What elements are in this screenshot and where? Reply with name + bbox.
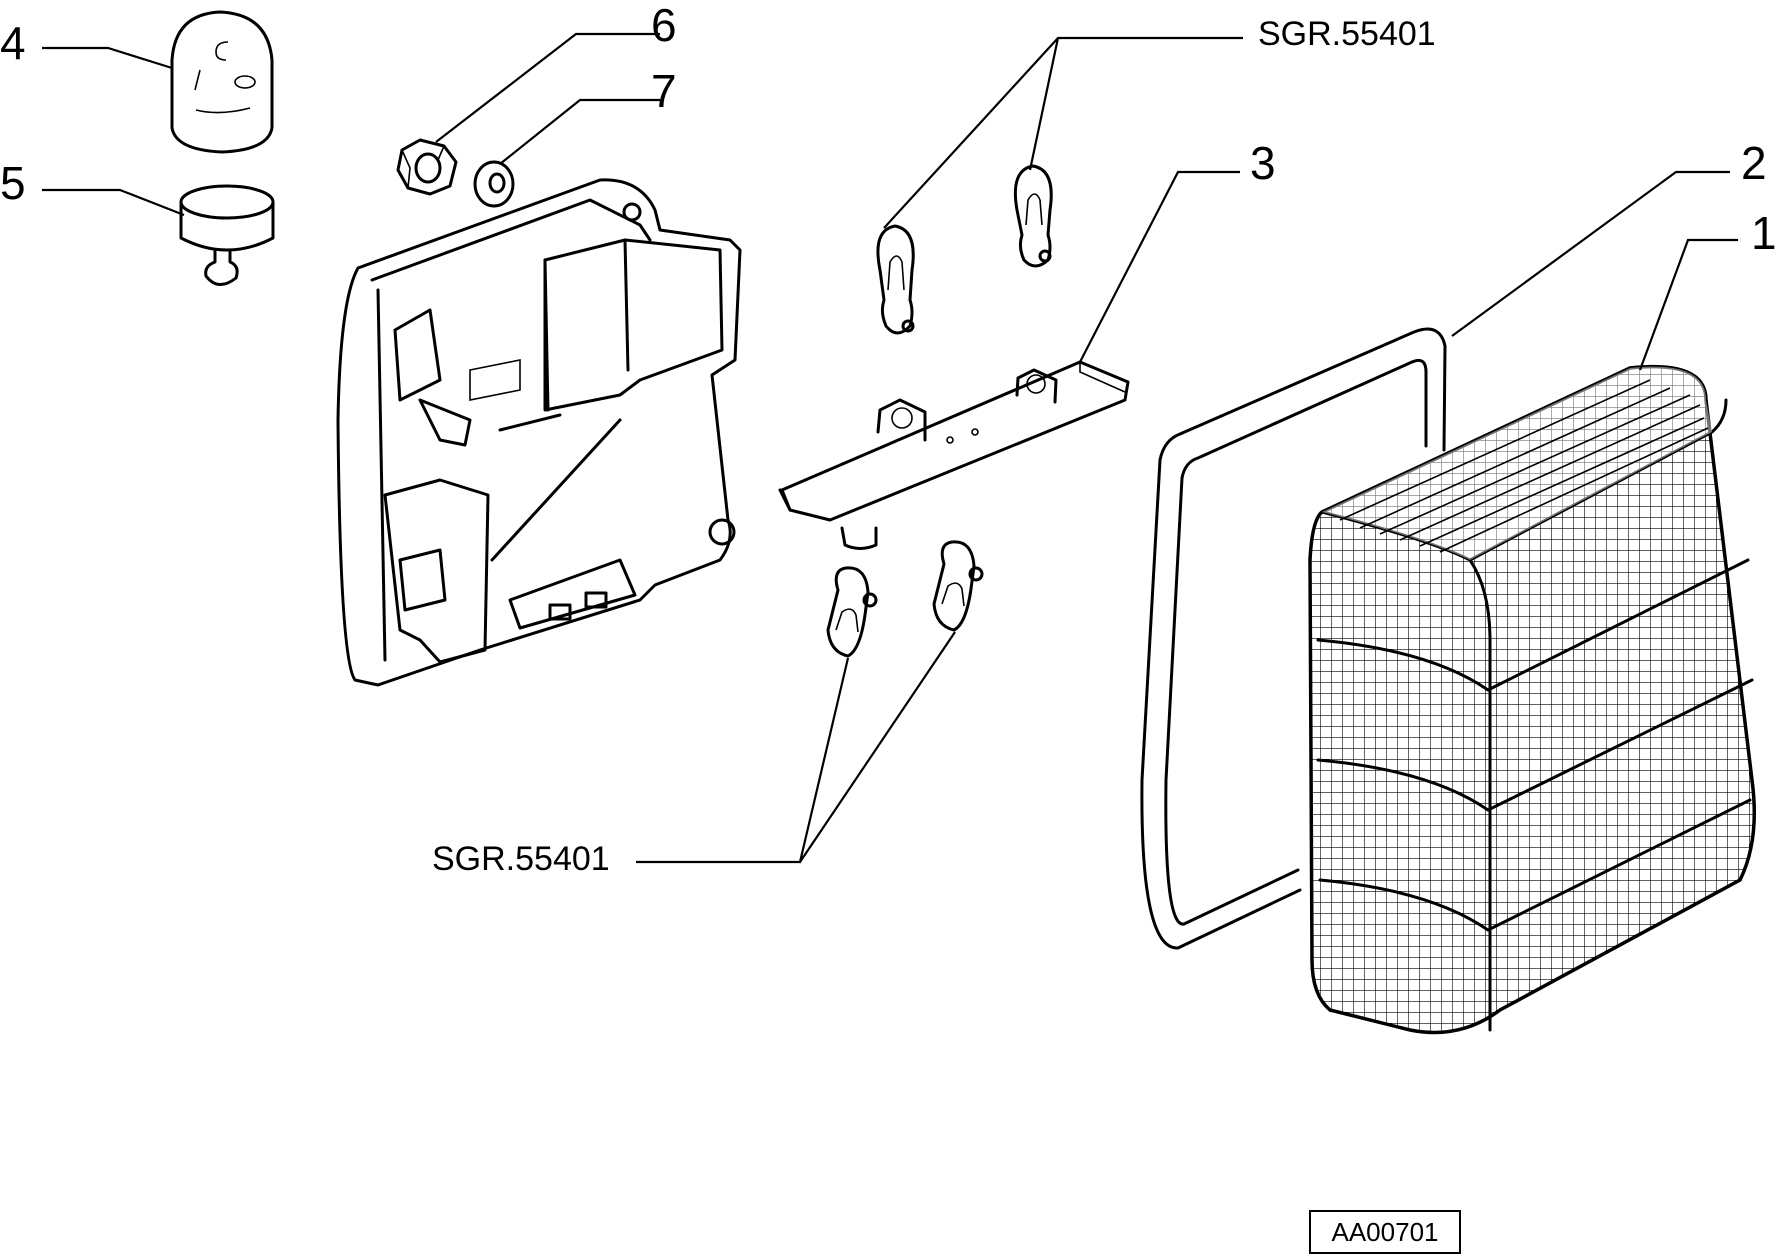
leader-1 <box>1638 238 1738 371</box>
callout-3: 3 <box>1250 137 1276 189</box>
plug-part-5 <box>179 184 275 286</box>
callout-4: 4 <box>0 17 26 69</box>
leader-ref-bottom <box>636 631 956 864</box>
lens-gasket-part-2 <box>1140 327 1447 950</box>
callout-1: 1 <box>1751 207 1777 259</box>
drawing-code-label: AA00701 <box>1309 1210 1461 1254</box>
leader-5 <box>42 188 185 217</box>
callout-2: 2 <box>1741 137 1767 189</box>
leader-ref-top <box>883 36 1243 229</box>
tail-lamp-lens-part-1 <box>1308 364 1757 1035</box>
bulbs-lower <box>826 540 984 658</box>
leader-2 <box>1451 170 1730 337</box>
nut-part-6 <box>396 138 458 196</box>
callout-ref-top: SGR.55401 <box>1258 15 1436 53</box>
bulb-upper-left <box>876 224 915 335</box>
bulbs-upper <box>876 164 1053 335</box>
bulb-upper-right <box>1013 164 1053 268</box>
callout-5: 5 <box>0 157 26 209</box>
leader-6 <box>435 32 660 143</box>
bulb-lower-left <box>826 566 878 658</box>
callout-ref-bottom: SGR.55401 <box>432 840 610 878</box>
leader-4 <box>42 46 173 70</box>
leader-7 <box>499 98 660 165</box>
callout-6: 6 <box>651 0 677 51</box>
bulb-holder-plate-part-3 <box>778 360 1130 550</box>
washer-part-7 <box>473 160 515 208</box>
leader-lines <box>42 32 1738 864</box>
leader-3 <box>1079 170 1240 363</box>
callout-7: 7 <box>651 65 677 117</box>
lamp-housing <box>336 178 742 687</box>
cap-part-4 <box>170 10 274 154</box>
bulb-lower-right <box>932 540 984 632</box>
